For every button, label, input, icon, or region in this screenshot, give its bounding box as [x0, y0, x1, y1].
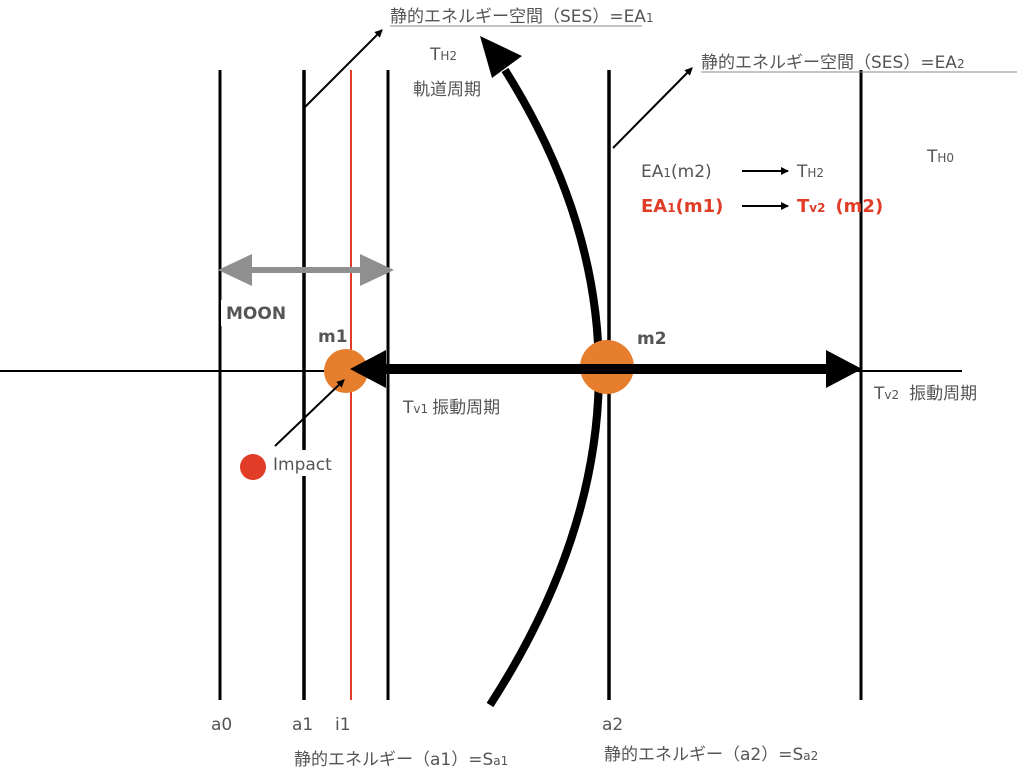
vibration-arrow-left-head [350, 350, 386, 388]
axis-label-a1: a1 [292, 715, 313, 735]
pointer-arrow-ea1 [303, 29, 383, 109]
moon-arrow-left-head [218, 254, 252, 286]
ea1-m2-result: TH2 [796, 162, 824, 182]
axis-label-a0: a0 [211, 715, 232, 735]
axis-label-a2: a2 [602, 715, 623, 735]
pointer-arrow-ea2 [612, 67, 693, 149]
sa2-label: 静的エネルギー（a2）=Sa2 [604, 745, 818, 765]
impact-label-bg [270, 450, 348, 476]
moon-label: MOON [226, 304, 286, 324]
sa1-label: 静的エネルギー（a1）=Sa1 [294, 750, 508, 770]
m1-label: m1 [318, 327, 348, 347]
impact-dot [240, 454, 266, 480]
moon-label-bg [221, 300, 297, 326]
ea1-m2-label: EA1(m2) [641, 162, 712, 182]
moon-arrow-right-head [360, 254, 394, 286]
ses-ea1-label: 静的エネルギー空間（SES）=EA1 [390, 7, 654, 27]
orbit-curve [486, 67, 603, 708]
orbit-period-label: 軌道周期 [413, 80, 481, 100]
orbit-arrowhead [480, 36, 522, 78]
ea1-m1-result: Tv2(m2) [797, 196, 883, 217]
ea1-m1-label: EA1(m1) [641, 196, 723, 217]
impact-label: Impact [273, 455, 332, 475]
axis-label-i1: i1 [335, 715, 351, 735]
th0-label: TH0 [926, 147, 954, 167]
impact-arrow [274, 379, 345, 447]
ses-ea2-label: 静的エネルギー空間（SES）=EA2 [701, 53, 965, 73]
vibration-arrow-right-head [826, 350, 862, 388]
th2-label: TH2 [429, 45, 457, 65]
m2-label: m2 [637, 329, 667, 349]
mass-m1 [324, 349, 368, 393]
